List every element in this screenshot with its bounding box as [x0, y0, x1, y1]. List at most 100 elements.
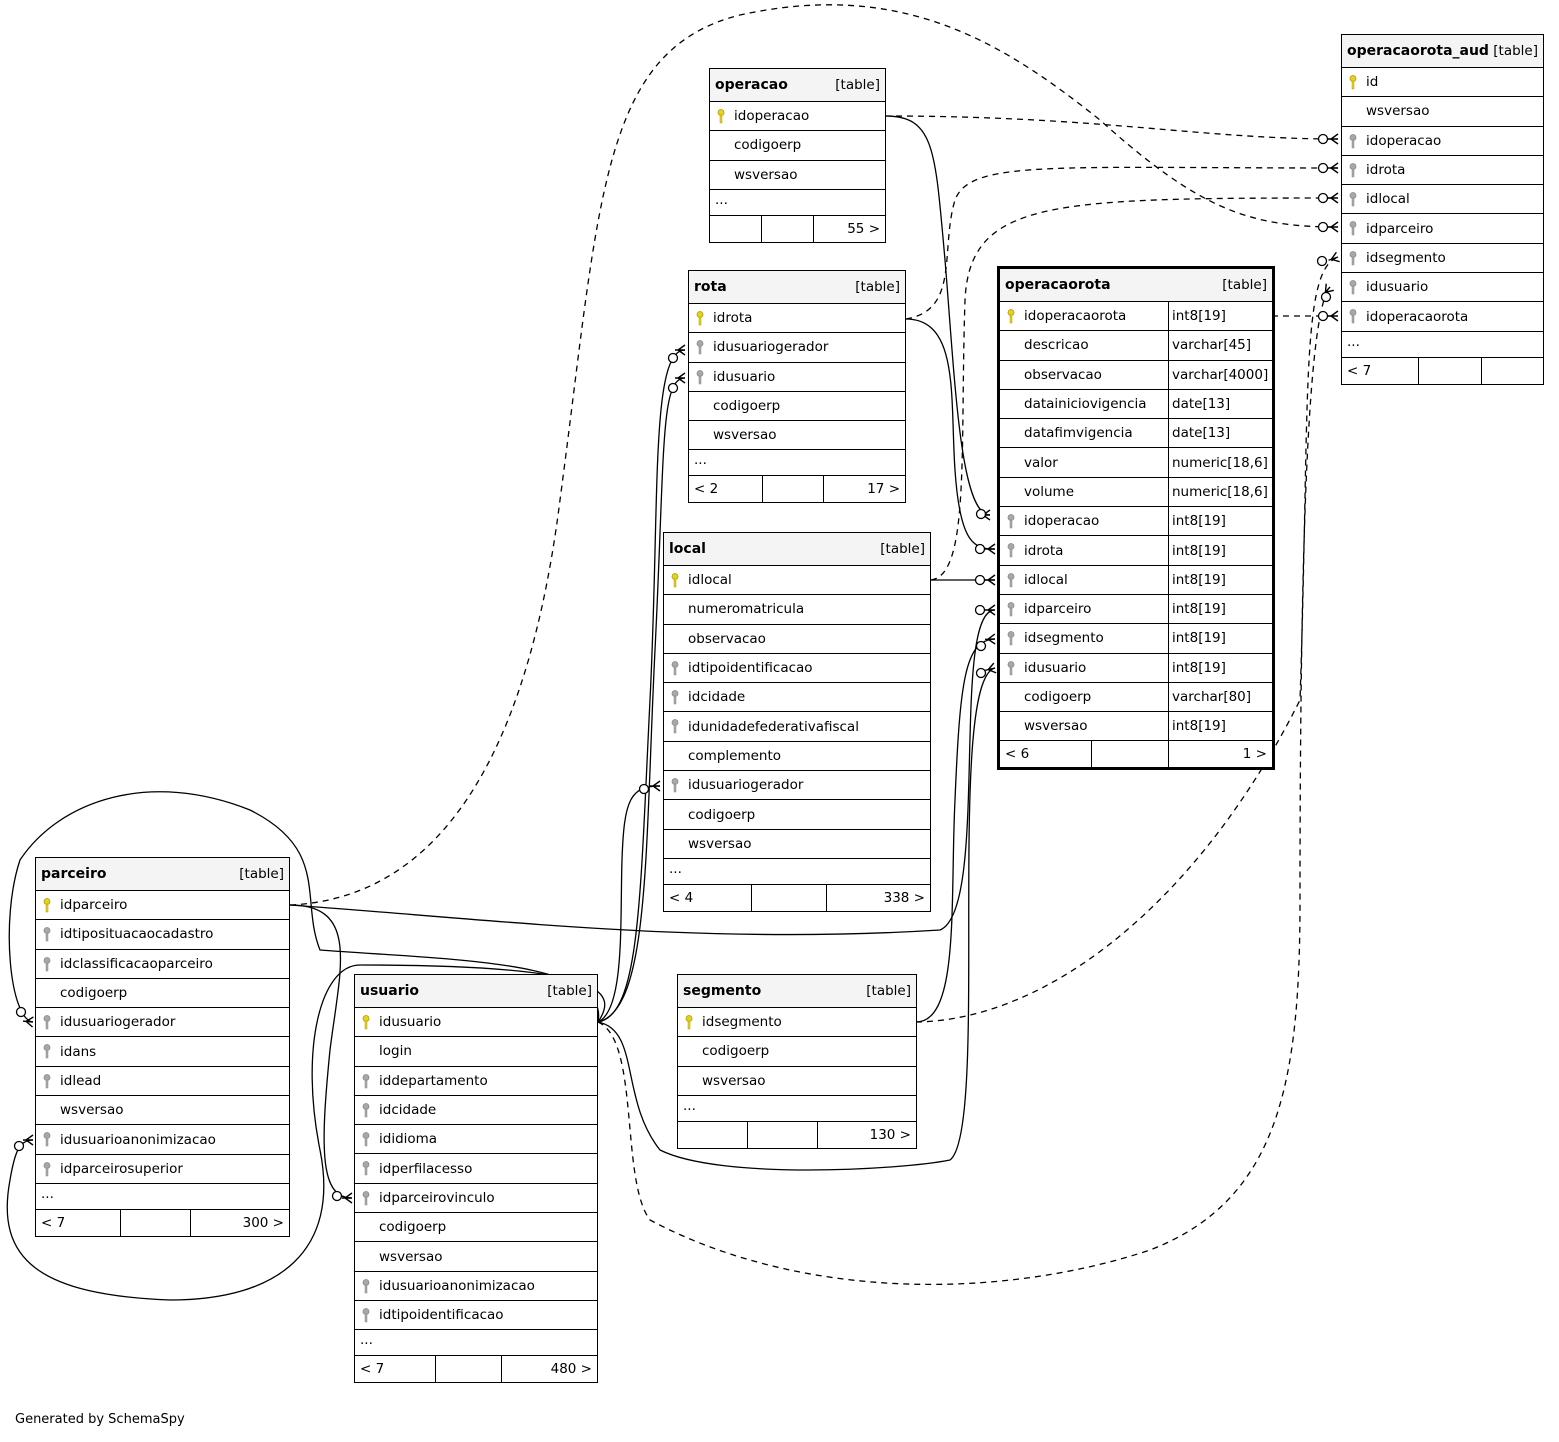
- column-row[interactable]: wsversao: [710, 161, 885, 190]
- column-row[interactable]: idusuarioanonimizacao: [36, 1125, 289, 1155]
- table-header: usuario [table]: [355, 975, 597, 1008]
- column-name: datainiciovigencia: [1024, 396, 1147, 413]
- column-row[interactable]: idusuarioanonimizacao: [355, 1272, 597, 1301]
- column-row[interactable]: idcidade: [664, 683, 930, 713]
- column-row[interactable]: iddepartamento: [355, 1067, 597, 1096]
- column-row[interactable]: idusuario: [689, 363, 905, 392]
- rows-count[interactable]: 17 >: [867, 481, 900, 498]
- column-row[interactable]: idtiposituacaocadastro: [36, 920, 289, 950]
- column-row[interactable]: idoperacaorota: [1342, 302, 1543, 332]
- column-row[interactable]: wsversao: [36, 1096, 289, 1126]
- column-row[interactable]: observacao: [664, 625, 930, 654]
- column-row[interactable]: idrota: [1342, 156, 1543, 186]
- column-row[interactable]: wsversao: [678, 1067, 916, 1096]
- column-row[interactable]: idlocal: [1342, 185, 1543, 215]
- column-row[interactable]: wsversao: [664, 830, 930, 859]
- parents-count[interactable]: < 2: [689, 476, 763, 503]
- rows-count[interactable]: 300 >: [242, 1214, 284, 1231]
- column-row[interactable]: idusuariogerador: [689, 333, 905, 363]
- column-row[interactable]: idtipoidentificacao: [355, 1301, 597, 1331]
- column-row[interactable]: complemento: [664, 742, 930, 772]
- rows-count[interactable]: 1 >: [1242, 746, 1267, 763]
- column-row[interactable]: idperfilacesso: [355, 1154, 597, 1184]
- column-row[interactable]: wsversao: [689, 421, 905, 451]
- column-row[interactable]: codigoerp: [689, 392, 905, 422]
- column-row[interactable]: idparceiro: [1342, 214, 1543, 244]
- column-row[interactable]: idusuariogerador: [36, 1008, 289, 1038]
- column-row[interactable]: idsegmento: [1342, 244, 1543, 274]
- parents-count[interactable]: < 6: [1000, 741, 1092, 768]
- column-row[interactable]: idparceirosuperior: [36, 1155, 289, 1184]
- column-row[interactable]: idans: [36, 1037, 289, 1067]
- parents-count[interactable]: [678, 1121, 748, 1148]
- rows-count[interactable]: 338 >: [883, 889, 925, 906]
- column-row[interactable]: codigoerp: [355, 1213, 597, 1243]
- column-row[interactable]: idparceirovinculo: [355, 1184, 597, 1214]
- column-row[interactable]: idoperacao: [1342, 127, 1543, 156]
- parents-count[interactable]: < 4: [664, 884, 752, 911]
- column-row[interactable]: numeromatricula: [664, 595, 930, 625]
- column-row[interactable]: idusuario: [355, 1008, 597, 1038]
- parents-count[interactable]: < 7: [355, 1356, 436, 1383]
- column-row[interactable]: wsversao: [355, 1242, 597, 1272]
- column-row[interactable]: codigoerp: [710, 131, 885, 161]
- foreign-key-icon: [1007, 602, 1015, 617]
- column-row[interactable]: codigoerp: [36, 979, 289, 1009]
- column-row[interactable]: idclassificacaoparceiro: [36, 950, 289, 979]
- column-row[interactable]: idtipoidentificacao: [664, 654, 930, 684]
- rows-count[interactable]: [1482, 358, 1543, 384]
- rows-count[interactable]: 480 >: [550, 1361, 592, 1378]
- column-row[interactable]: idlocal: [664, 566, 930, 596]
- column-row[interactable]: idcidade: [355, 1096, 597, 1126]
- column-row[interactable]: id: [1342, 68, 1543, 98]
- parents-count[interactable]: < 7: [36, 1209, 121, 1236]
- column-row[interactable]: login: [355, 1037, 597, 1067]
- parents-count[interactable]: < 7: [1342, 357, 1419, 384]
- column-name: idcidade: [688, 689, 746, 706]
- column-row[interactable]: idunidadefederativafiscal: [664, 712, 930, 742]
- rows-count[interactable]: 55 >: [847, 220, 880, 237]
- columns-count: [121, 1209, 191, 1236]
- table-footer: < 7: [1342, 357, 1543, 384]
- column-row[interactable]: idparceiro: [36, 891, 289, 921]
- foreign-key-icon: [362, 1102, 370, 1118]
- column-row[interactable]: codigoerp: [664, 800, 930, 830]
- parents-count[interactable]: [710, 215, 762, 242]
- column-row[interactable]: ididioma: [355, 1125, 597, 1155]
- column-row[interactable]: codigoerp: [678, 1037, 916, 1067]
- column-row[interactable]: idusuariogerador: [664, 771, 930, 801]
- table-type: [table]: [866, 983, 911, 999]
- column-row[interactable]: wsversao: [1342, 97, 1543, 127]
- rows-count[interactable]: 130 >: [869, 1126, 911, 1143]
- column-row[interactable]: idlead: [36, 1067, 289, 1097]
- edge-usuario-local-gerador: [597, 780, 661, 1023]
- column-row[interactable]: idsegmento: [678, 1008, 916, 1038]
- column-row[interactable]: idrota: [689, 304, 905, 334]
- column-row[interactable]: idoperacao: [710, 102, 885, 132]
- column-name: idusuario: [713, 368, 776, 385]
- column-row[interactable]: idusuario: [1342, 273, 1543, 303]
